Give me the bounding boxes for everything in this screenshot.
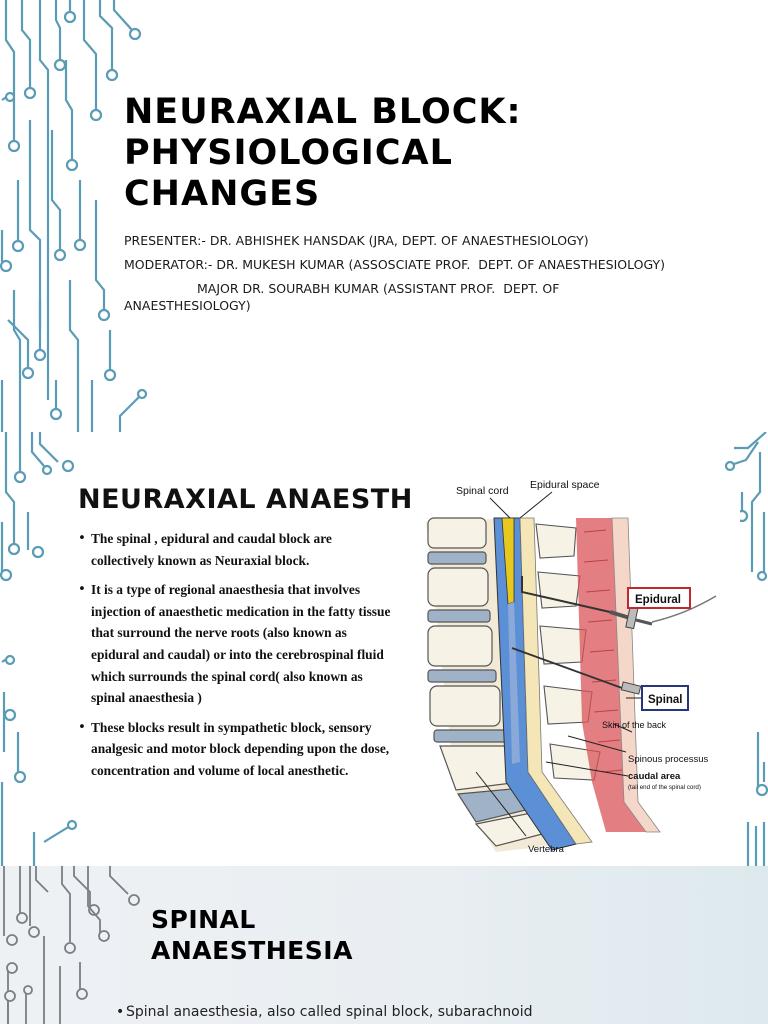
list-item: The spinal , epidural and caudal block a… xyxy=(78,528,398,571)
label-epidural: Epidural xyxy=(635,594,681,606)
title-line-3: CHANGES xyxy=(124,174,321,214)
title-line-2: PHYSIOLOGICAL xyxy=(124,133,453,173)
epidural-fat xyxy=(519,517,593,845)
list-item: •Spinal anaesthesia, also called spinal … xyxy=(116,1004,756,1020)
list-item: These blocks result in sympathetic block… xyxy=(78,717,398,782)
epidural-label-box xyxy=(627,587,691,609)
moderator-line-2: MAJOR DR. SOURABH KUMAR (ASSISTANT PROF.… xyxy=(124,281,564,313)
list-item-text: Spinal anaesthesia, also called spinal b… xyxy=(126,1004,533,1020)
circuit-decoration-left xyxy=(0,0,150,432)
slide-title: NEURAXIAL BLOCK: PHYSIOLOGICAL CHANGES xyxy=(124,92,724,215)
spinal-label-box xyxy=(641,685,689,711)
label-skin: Skin of the back xyxy=(602,720,667,730)
circuit-decoration-left xyxy=(0,866,150,1024)
credits-block: PRESENTER:- DR. ABHISHEK HANSDAK (JRA, D… xyxy=(124,232,684,321)
vertebrae xyxy=(427,517,551,847)
label-caudal: caudal area xyxy=(628,771,681,782)
title-line-2: ANAESTHESIA xyxy=(151,936,353,965)
circuit-decoration-right xyxy=(698,432,768,866)
label-spinal-cord: Spinal cord xyxy=(456,485,509,497)
title-slide: NEURAXIAL BLOCK: PHYSIOLOGICAL CHANGES P… xyxy=(0,0,768,432)
label-spinal: Spinal xyxy=(648,694,683,706)
title-line-1: SPINAL xyxy=(151,905,256,934)
moderator-line: MODERATOR:- DR. MUKESH KUMAR (ASSOSCIATE… xyxy=(124,257,666,272)
label-caudal-note: (tail end of the spinal cord) xyxy=(628,784,701,791)
spinal-anaesthesia-slide: SPINAL ANAESTHESIA •Spinal anaesthesia, … xyxy=(0,866,768,1024)
neuraxial-slide: NEURAXIAL ANAESTHESIA The spinal , epidu… xyxy=(0,432,768,866)
spine-diagram: Spinal cord Epidural space Epidural Spin… xyxy=(416,472,740,862)
title-line-1: NEURAXIAL BLOCK: xyxy=(124,92,522,132)
spinal-needle xyxy=(511,647,642,695)
muscle-layer xyxy=(576,518,646,832)
list-item: It is a type of regional anaesthesia tha… xyxy=(78,579,398,709)
label-spinous: Spinous processus xyxy=(628,754,709,765)
slide-title: SPINAL ANAESTHESIA xyxy=(151,904,353,966)
bullet-dot: • xyxy=(116,1004,125,1020)
skin-layer xyxy=(611,517,661,833)
presenter-line: PRESENTER:- DR. ABHISHEK HANSDAK (JRA, D… xyxy=(124,233,589,248)
spinous-processes xyxy=(535,523,601,781)
label-epidural-space: Epidural space xyxy=(530,479,600,491)
epidural-needle xyxy=(521,576,717,630)
label-vertebra: Vertebra xyxy=(528,844,565,855)
circuit-decoration-left xyxy=(0,432,80,866)
slide-title: NEURAXIAL ANAESTHESIA xyxy=(78,484,414,515)
bullet-list: The spinal , epidural and caudal block a… xyxy=(78,528,398,790)
